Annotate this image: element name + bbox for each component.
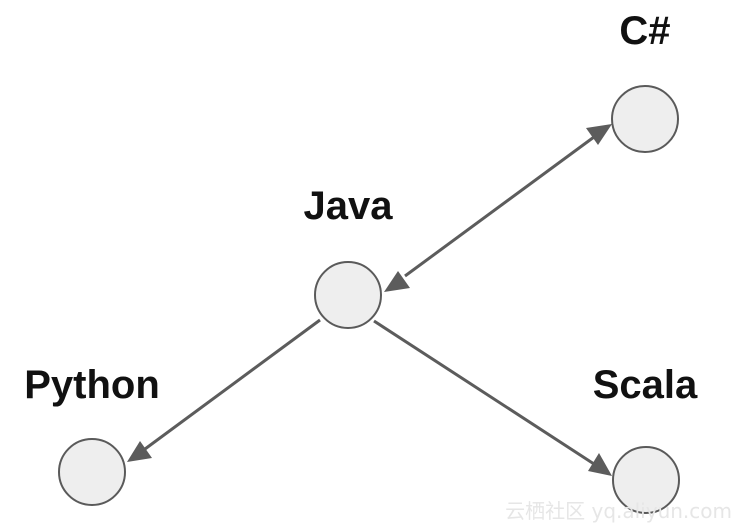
arrowhead-to-scala [588, 453, 612, 476]
edge-java-python [144, 318, 321, 451]
label-scala: Scala [593, 363, 698, 407]
watermark-text: 云栖社区 yq.aliyun.com [505, 499, 732, 523]
label-csharp: C# [619, 9, 670, 53]
arrowhead-to-python [127, 441, 152, 462]
label-python: Python [24, 363, 160, 407]
label-java: Java [304, 184, 394, 228]
node-scala[interactable] [612, 446, 680, 514]
edge-java-csharp [404, 135, 595, 278]
arrowhead-to-java [384, 271, 410, 292]
edge-java-scala [373, 319, 595, 466]
nodes [58, 85, 680, 514]
labels: C# Java Python Scala [24, 9, 698, 407]
node-python[interactable] [58, 438, 126, 506]
node-java[interactable] [314, 261, 382, 329]
arrowhead-to-csharp [586, 124, 612, 145]
node-csharp[interactable] [611, 85, 679, 153]
edges [127, 124, 612, 476]
